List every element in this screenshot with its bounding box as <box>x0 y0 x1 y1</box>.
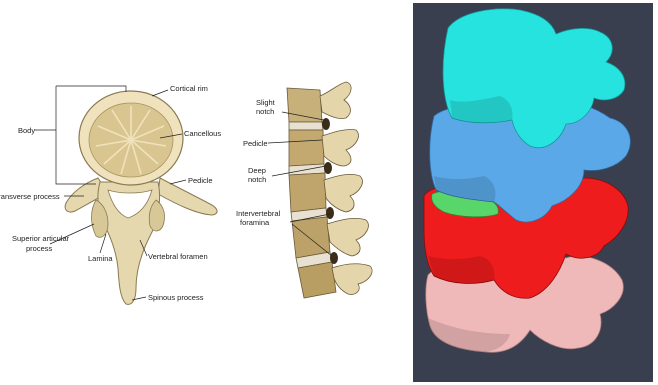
label-pedicle: Pedicle <box>188 176 213 185</box>
label-slight-2: notch <box>256 107 274 116</box>
vertebra-top-view: Cortical rim Body Cancellous Pedicle Tra… <box>0 84 221 304</box>
label-superior-articular-1: Superior articular <box>12 234 70 243</box>
label-slight-1: Slight <box>256 98 276 107</box>
spine-lateral-view: Slight notch Pedicle Deep notch Interver… <box>236 82 372 298</box>
label-intervertebral-2: foramina <box>240 218 270 227</box>
label-vertebral-foramen: Vertebral foramen <box>148 252 208 261</box>
label-cortical-rim: Cortical rim <box>170 84 208 93</box>
label-intervertebral-1: Intervertebral <box>236 209 281 218</box>
label-lamina: Lamina <box>88 254 113 263</box>
label-pedicle-lateral: Pedicle <box>243 139 268 148</box>
label-spinous-process: Spinous process <box>148 293 204 302</box>
label-cancellous: Cancellous <box>184 129 221 138</box>
label-deep-1: Deep <box>248 166 266 175</box>
label-superior-articular-2: process <box>26 244 53 253</box>
label-deep-2: notch <box>248 175 266 184</box>
model-3d-view <box>413 3 653 382</box>
label-body: Body <box>18 126 35 135</box>
label-transverse-process: Transverse process <box>0 192 60 201</box>
